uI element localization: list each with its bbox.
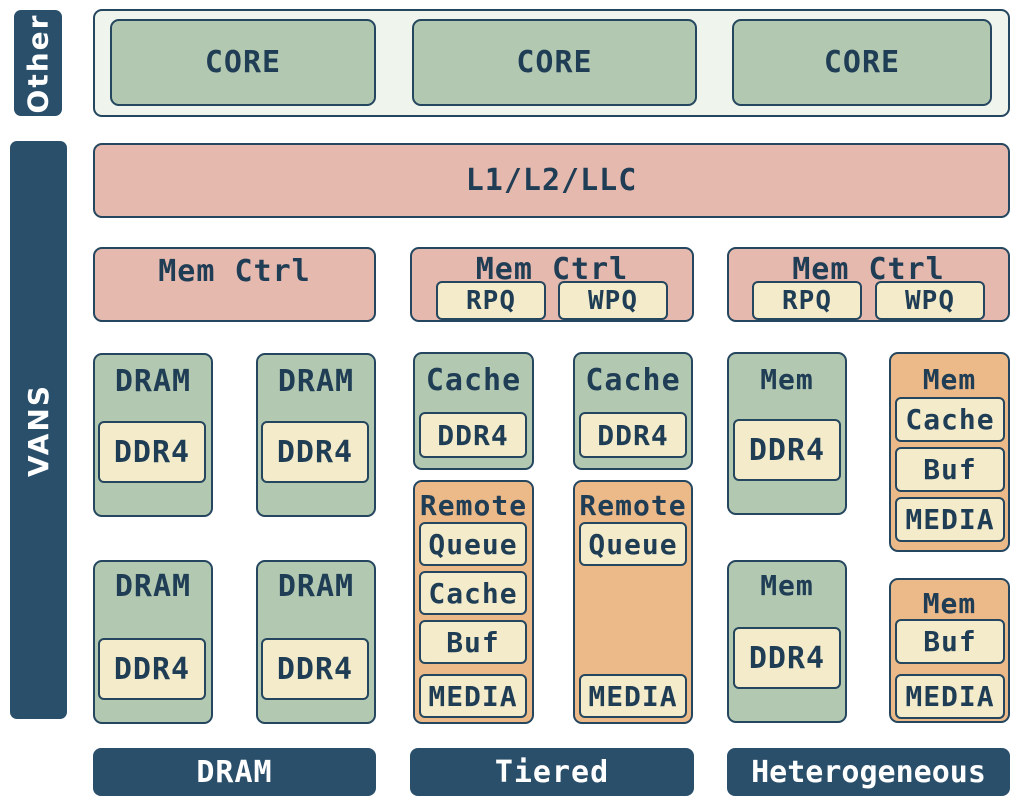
other-side-label: Other [14,10,62,116]
tiered-ddr4-1: DDR4 [419,412,527,458]
ddr4-chip-1: DDR4 [98,421,206,483]
hetero-ddr4-2: DDR4 [733,627,841,689]
vans-side-label: VANS [10,141,67,719]
remote-media-1: MEDIA [419,674,527,718]
hetero-ddr4-1: DDR4 [733,419,841,481]
cache-hierarchy-block: L1/L2/LLC [93,143,1010,218]
wpq-hetero: WPQ [875,281,985,320]
remote-queue-2: Queue [579,522,687,566]
hetero-cache-1: Cache [895,397,1005,442]
hetero-media-2: MEDIA [895,674,1005,719]
footer-tiered-label: Tiered [410,748,694,796]
hetero-buf-2: Buf [895,619,1005,664]
remote-cache-1: Cache [419,571,527,615]
remote-queue-1: Queue [419,522,527,566]
rpq-tiered: RPQ [436,281,546,320]
footer-heterogeneous-label: Heterogeneous [727,748,1010,796]
hetero-buf-1: Buf [895,447,1005,492]
remote-media-2: MEDIA [579,674,687,718]
rpq-hetero: RPQ [752,281,862,320]
tiered-ddr4-2: DDR4 [579,412,687,458]
ddr4-chip-4: DDR4 [261,638,369,700]
core-block-1: CORE [110,19,376,106]
ddr4-chip-3: DDR4 [98,638,206,700]
core-block-3: CORE [732,19,992,106]
wpq-tiered: WPQ [558,281,668,320]
footer-dram-label: DRAM [93,748,376,796]
hetero-media-1: MEDIA [895,497,1005,542]
remote-buf-1: Buf [419,620,527,664]
core-block-2: CORE [412,19,697,106]
ddr4-chip-2: DDR4 [261,421,369,483]
mem-ctrl-dram: Mem Ctrl [93,247,376,322]
